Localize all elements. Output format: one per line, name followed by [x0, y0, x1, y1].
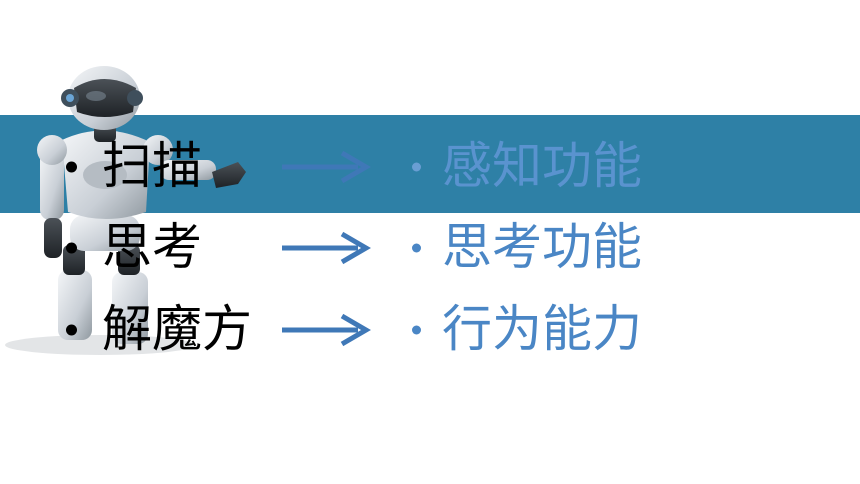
- right-term: 感知功能: [442, 137, 642, 195]
- list-row: 思考 思考功能: [0, 208, 860, 288]
- left-term: 扫描: [102, 137, 202, 195]
- robot-illustration: [5, 66, 246, 355]
- bullet: [412, 162, 421, 172]
- bullet: [66, 161, 77, 173]
- arrow-right-icon: [282, 313, 371, 347]
- right-term: 思考功能: [442, 218, 642, 276]
- bullet: [66, 242, 77, 254]
- left-term: 思考: [102, 218, 202, 276]
- arrow-right-icon: [282, 150, 371, 184]
- bullet: [412, 243, 421, 253]
- right-term: 行为能力: [442, 300, 642, 358]
- list-row: 扫描 感知功能: [0, 127, 860, 207]
- arrow-right-icon: [282, 231, 371, 265]
- bullet: [66, 324, 77, 336]
- list-row: 解魔方 行为能力: [0, 290, 860, 370]
- left-term: 解魔方: [102, 300, 252, 358]
- bullet: [412, 325, 421, 335]
